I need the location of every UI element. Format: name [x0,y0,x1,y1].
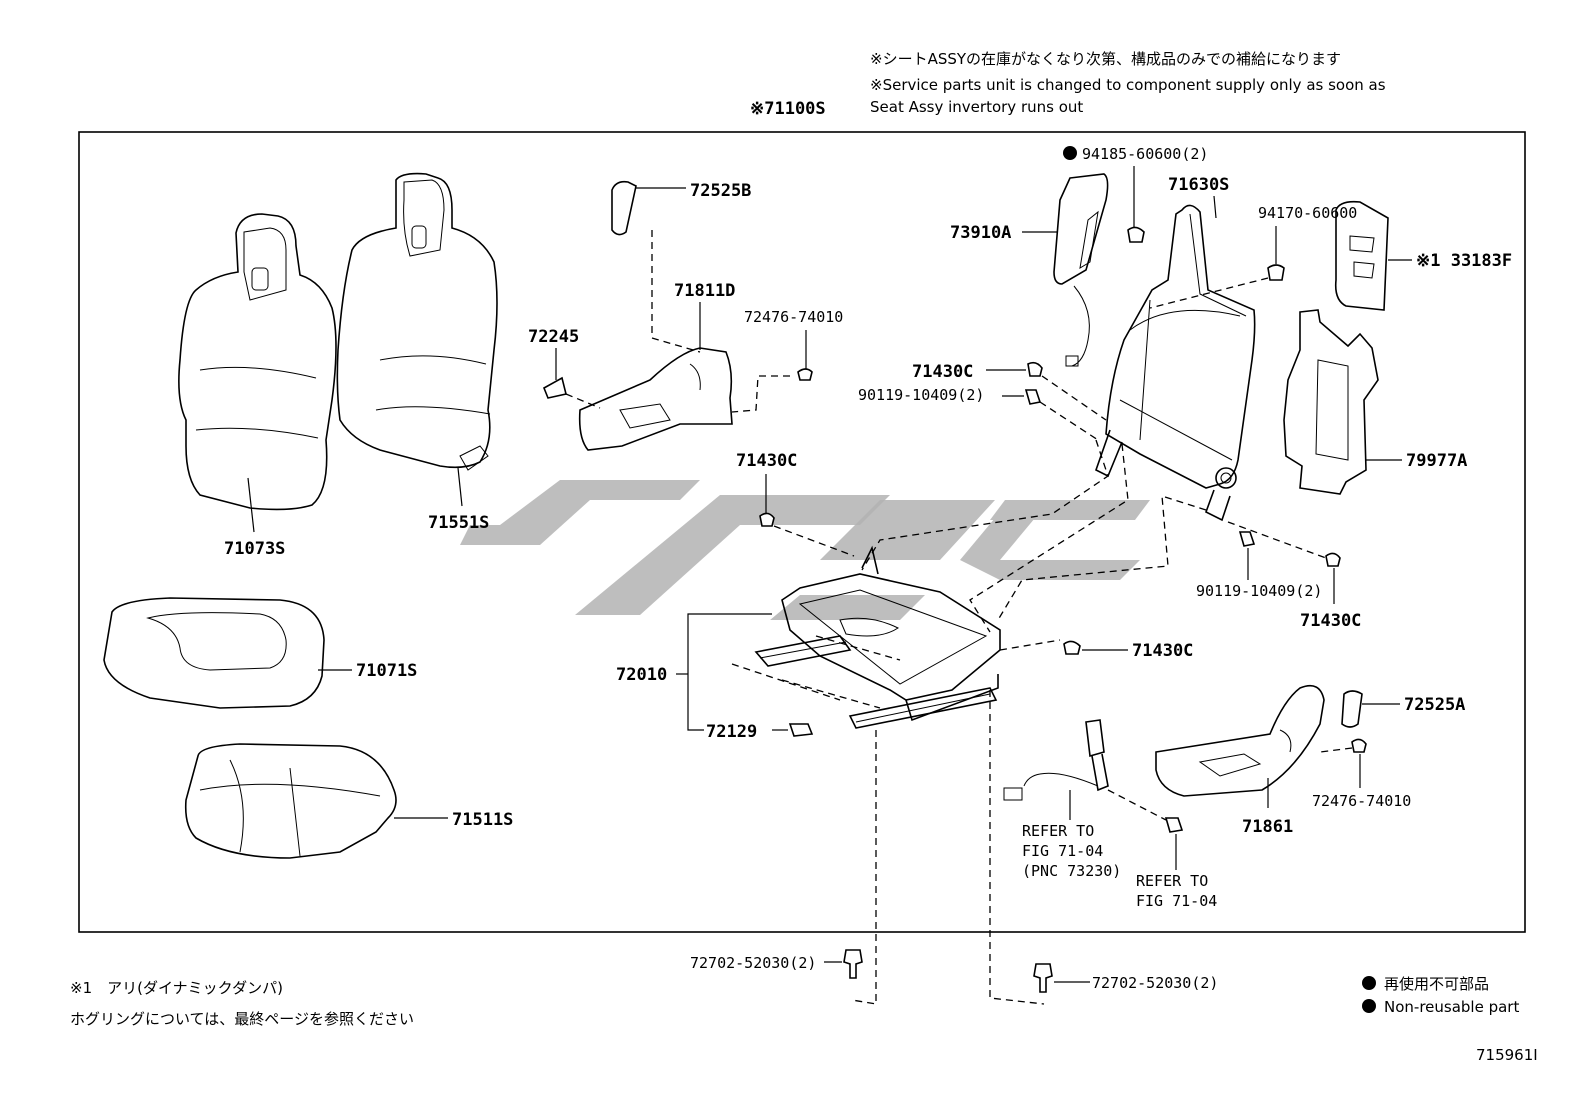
screw-72476-top [797,368,813,381]
label-72702-b: 72702-52030(2) [1092,974,1218,992]
nut-94170 [1267,264,1285,281]
label-71073S: 71073S [224,539,285,559]
header-note-en-2: Seat Assy invertory runs out [870,98,1083,116]
nonreusable-marker-94185 [1063,146,1077,160]
label-73910A: 73910A [950,223,1011,243]
label-79977A: 79977A [1406,451,1467,471]
bolt-72702-b [1033,963,1053,993]
back-board-79977A [1283,309,1379,495]
cover-72129 [788,723,814,737]
label-71430C-b: 71430C [912,362,973,382]
label-71630S: 71630S [1168,175,1229,195]
label-94185: 94185-60600(2) [1082,145,1208,163]
knob-72525A [1341,690,1363,728]
dynamic-damper-33183F [1334,200,1389,311]
label-72010: 72010 [616,665,667,685]
clip-71430C-d [1063,640,1081,655]
label-72476-top: 72476-74010 [744,308,843,326]
legend-jp: 再使用不可部品 [1384,975,1489,993]
label-71511S: 71511S [452,810,513,830]
bolt-buckle [1164,817,1184,833]
assembly-code-label: ※71100S [750,99,826,119]
legend-en: Non-reusable part [1384,998,1519,1016]
label-72525A: 72525A [1404,695,1465,715]
figure-id: 715961I [1476,1046,1538,1064]
label-90119-a: 90119-10409(2) [858,386,984,404]
ref2-line2: FIG 71-04 [1136,892,1217,910]
side-shield-71861 [1155,684,1325,797]
footnote-2: ホグリングについては、最終ページを参照ください [70,1010,414,1028]
label-72525B: 72525B [690,181,751,201]
label-71430C-d: 71430C [1132,641,1193,661]
bolt-90119-a [1024,389,1042,405]
clip-71430C-a [759,512,775,527]
label-72129: 72129 [706,722,757,742]
label-33183F: ※1 33183F [1416,251,1512,271]
bolt-90119-b [1238,531,1256,547]
lever-72245 [542,376,567,399]
label-71811D: 71811D [674,281,735,301]
label-71430C-a: 71430C [736,451,797,471]
knob-72525B [611,180,637,236]
clip-71430C-c [1325,552,1341,567]
clip-71430C-b [1027,361,1043,377]
ref2-line1: REFER TO [1136,872,1208,890]
ref1-line2: FIG 71-04 [1022,842,1103,860]
screw-72476-bottom [1351,738,1367,753]
label-72476-bottom: 72476-74010 [1312,792,1411,810]
seatback-frame-71630S [1095,204,1256,522]
footnote-1: ※1 アリ(ダイナミックダンパ) [70,979,283,997]
header-note-jp: ※シートASSYの在庫がなくなり次第、構成品のみでの補給になります [870,50,1341,68]
nut-94185 [1127,226,1145,243]
legend-bullet-2 [1362,999,1376,1013]
ref1-line3: (PNC 73230) [1022,862,1121,880]
label-90119-b: 90119-10409(2) [1196,582,1322,600]
seatback-cover-71073S [178,213,337,511]
label-71551S: 71551S [428,513,489,533]
cushion-pad-71511S [184,743,397,859]
label-71071S: 71071S [356,661,417,681]
cushion-cover-71071S [103,597,325,709]
label-71430C-c: 71430C [1300,611,1361,631]
label-72245: 72245 [528,327,579,347]
seatback-pad-71551S [336,172,498,471]
watermark-logo [460,480,1150,620]
legend-bullet-1 [1362,976,1376,990]
bolt-72702-a [843,949,863,979]
side-airbag-73910A [1053,173,1109,367]
side-shield-71811D [578,347,733,451]
header-note-en-1: ※Service parts unit is changed to compon… [870,76,1386,94]
label-72702-a: 72702-52030(2) [690,954,816,972]
label-94170: 94170-60600 [1258,204,1357,222]
label-71861: 71861 [1242,817,1293,837]
ref1-line1: REFER TO [1022,822,1094,840]
seatbelt-buckle [1003,719,1109,801]
seat-frame-72010 [754,545,1001,729]
assembly-frame [78,131,1526,933]
